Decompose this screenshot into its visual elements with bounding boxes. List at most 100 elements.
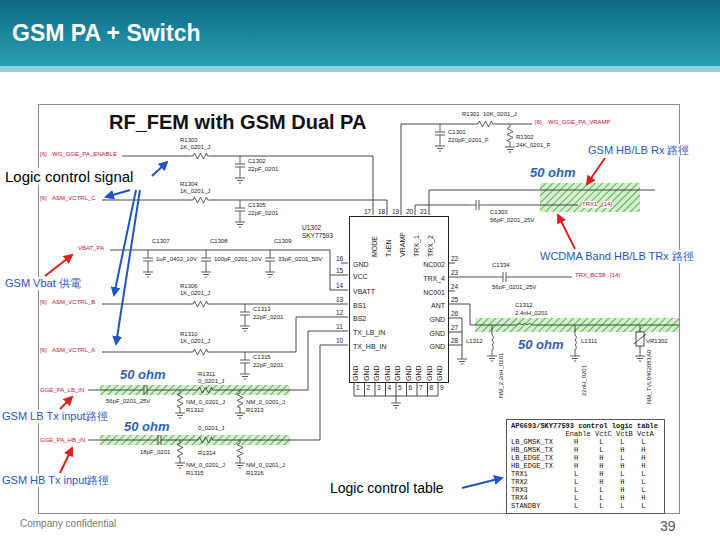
component-symbol	[237, 440, 243, 460]
pin-name: TX_HB_IN	[353, 343, 386, 351]
header-bar	[0, 0, 720, 72]
part-label: 22pF_0201	[248, 166, 278, 173]
component-symbol	[177, 390, 183, 410]
net-label: VBAT_PA	[78, 245, 104, 252]
component-symbol	[190, 349, 210, 355]
part-label: NM_0_0201_J	[246, 462, 285, 469]
net-label: ASM_VCTRL_B	[52, 299, 95, 306]
part-label: 0_0201_J	[198, 425, 224, 432]
part-label: C1305	[248, 202, 266, 209]
pin-name: GND	[353, 261, 369, 269]
pin-name: VCC	[353, 273, 368, 281]
circuit-wire	[354, 382, 438, 400]
circuit-wire	[341, 263, 348, 264]
component-symbol	[435, 124, 445, 143]
pin-name: GND	[429, 343, 445, 351]
pin-name: GND	[436, 365, 444, 381]
pin-name: VRAMP	[399, 232, 407, 257]
table-row: HB_GMSK_TX H L H H	[511, 446, 660, 454]
part-label: R1311	[198, 371, 215, 378]
pin-number: 19	[392, 208, 399, 215]
circuit-wire	[448, 318, 462, 356]
part-label: 22pF_0201	[253, 362, 283, 369]
pin-number: 5	[398, 384, 402, 391]
pin-name: NC001	[423, 289, 445, 297]
annotation-text: GSM Vbat 供電	[5, 277, 81, 290]
pin-number: 4	[388, 384, 392, 391]
part-label: NM_0_0201_J	[246, 399, 285, 406]
pin-name: MODE	[371, 236, 379, 257]
net-label: WG_GGE_PA_ENABLE	[52, 151, 117, 158]
net-label: WG_GGE_PA_VRAMP	[548, 119, 611, 126]
pin-number: 11	[336, 323, 343, 330]
part-label: R1310	[180, 331, 198, 338]
part-label: NM_2.2nH_0201	[498, 353, 505, 398]
footer-text: Company confidential	[20, 518, 116, 530]
annotation-text: Logic control table	[330, 480, 444, 496]
component-symbol	[240, 352, 250, 371]
pin-number: 9	[440, 384, 444, 391]
annotation-text: Logic control signal	[5, 168, 133, 185]
ground-symbol	[391, 400, 401, 408]
slide-title: GSM PA + Switch	[12, 20, 201, 46]
pin-name: GND	[429, 316, 445, 324]
net-label: [14]	[610, 272, 620, 279]
net-label: [6]	[40, 347, 47, 354]
part-label: 18pF_0201	[140, 449, 170, 456]
callout-arrow	[152, 162, 167, 176]
component-symbol	[150, 435, 169, 445]
header-bar	[0, 66, 720, 72]
part-label: VR1302	[646, 338, 668, 345]
impedance-note: 50 ohm	[120, 368, 166, 383]
component-symbol	[575, 332, 576, 353]
pin-number: 24	[451, 283, 458, 290]
pin-name: GND	[394, 365, 402, 381]
part-label: R1301	[462, 111, 480, 118]
part-label: 56pF_0201_25V	[492, 284, 536, 291]
net-label: TRX1	[582, 201, 597, 208]
circuit-wire	[102, 200, 387, 215]
part-label: L1312	[466, 338, 483, 345]
pin-number: 14	[336, 282, 343, 289]
pin-name: GND	[373, 365, 381, 381]
part-label: 56pF_0201_25V	[106, 398, 150, 405]
component-symbol	[265, 250, 275, 269]
pin-name: NC002	[423, 261, 445, 269]
ground-symbol	[201, 269, 211, 277]
part-label: R1306	[180, 283, 198, 290]
ground-symbol	[570, 353, 580, 361]
pin-name: GND	[352, 365, 360, 381]
callout-arrow	[587, 158, 605, 184]
component-symbol	[240, 304, 250, 323]
ground-symbol	[505, 144, 515, 152]
ground-symbol	[175, 410, 185, 418]
pin-name: GND	[426, 365, 434, 381]
circuit-wire	[88, 124, 680, 440]
component-symbol	[195, 437, 215, 443]
pin-number: 2	[367, 384, 371, 391]
ground-symbol	[635, 353, 645, 361]
part-label: NM_0_0201_J	[186, 462, 225, 469]
pin-name: TRX_1	[413, 235, 421, 257]
net-label: ASM_VCTRL_A	[52, 347, 95, 354]
component-symbol	[195, 387, 215, 393]
part-label: 220pF_0201_F	[448, 137, 489, 144]
pin-number: 28	[451, 337, 458, 344]
annotation-text: WCDMA Band HB/LB TRx 路徑	[540, 250, 694, 263]
net-label: GGE_PA_HB_IN	[40, 437, 85, 444]
pin-number: 7	[419, 384, 423, 391]
logic-table: AP6693/SKY77593 control logic tableEnabl…	[506, 419, 665, 514]
part-label: 1K_0201_J	[180, 338, 210, 345]
part-label: R1313	[246, 407, 264, 414]
pin-name: GND	[429, 330, 445, 338]
component-symbol	[235, 200, 245, 219]
ground-symbol	[235, 410, 245, 418]
part-label: 1K_0201_J	[180, 144, 210, 151]
part-label: R1304	[180, 181, 198, 188]
pin-name: BS2	[353, 315, 366, 323]
part-label: L1311	[581, 338, 597, 345]
part-label: 1K_0201_J	[180, 188, 210, 195]
pin-number: 27	[451, 324, 458, 331]
pin-number: 13	[336, 296, 343, 303]
